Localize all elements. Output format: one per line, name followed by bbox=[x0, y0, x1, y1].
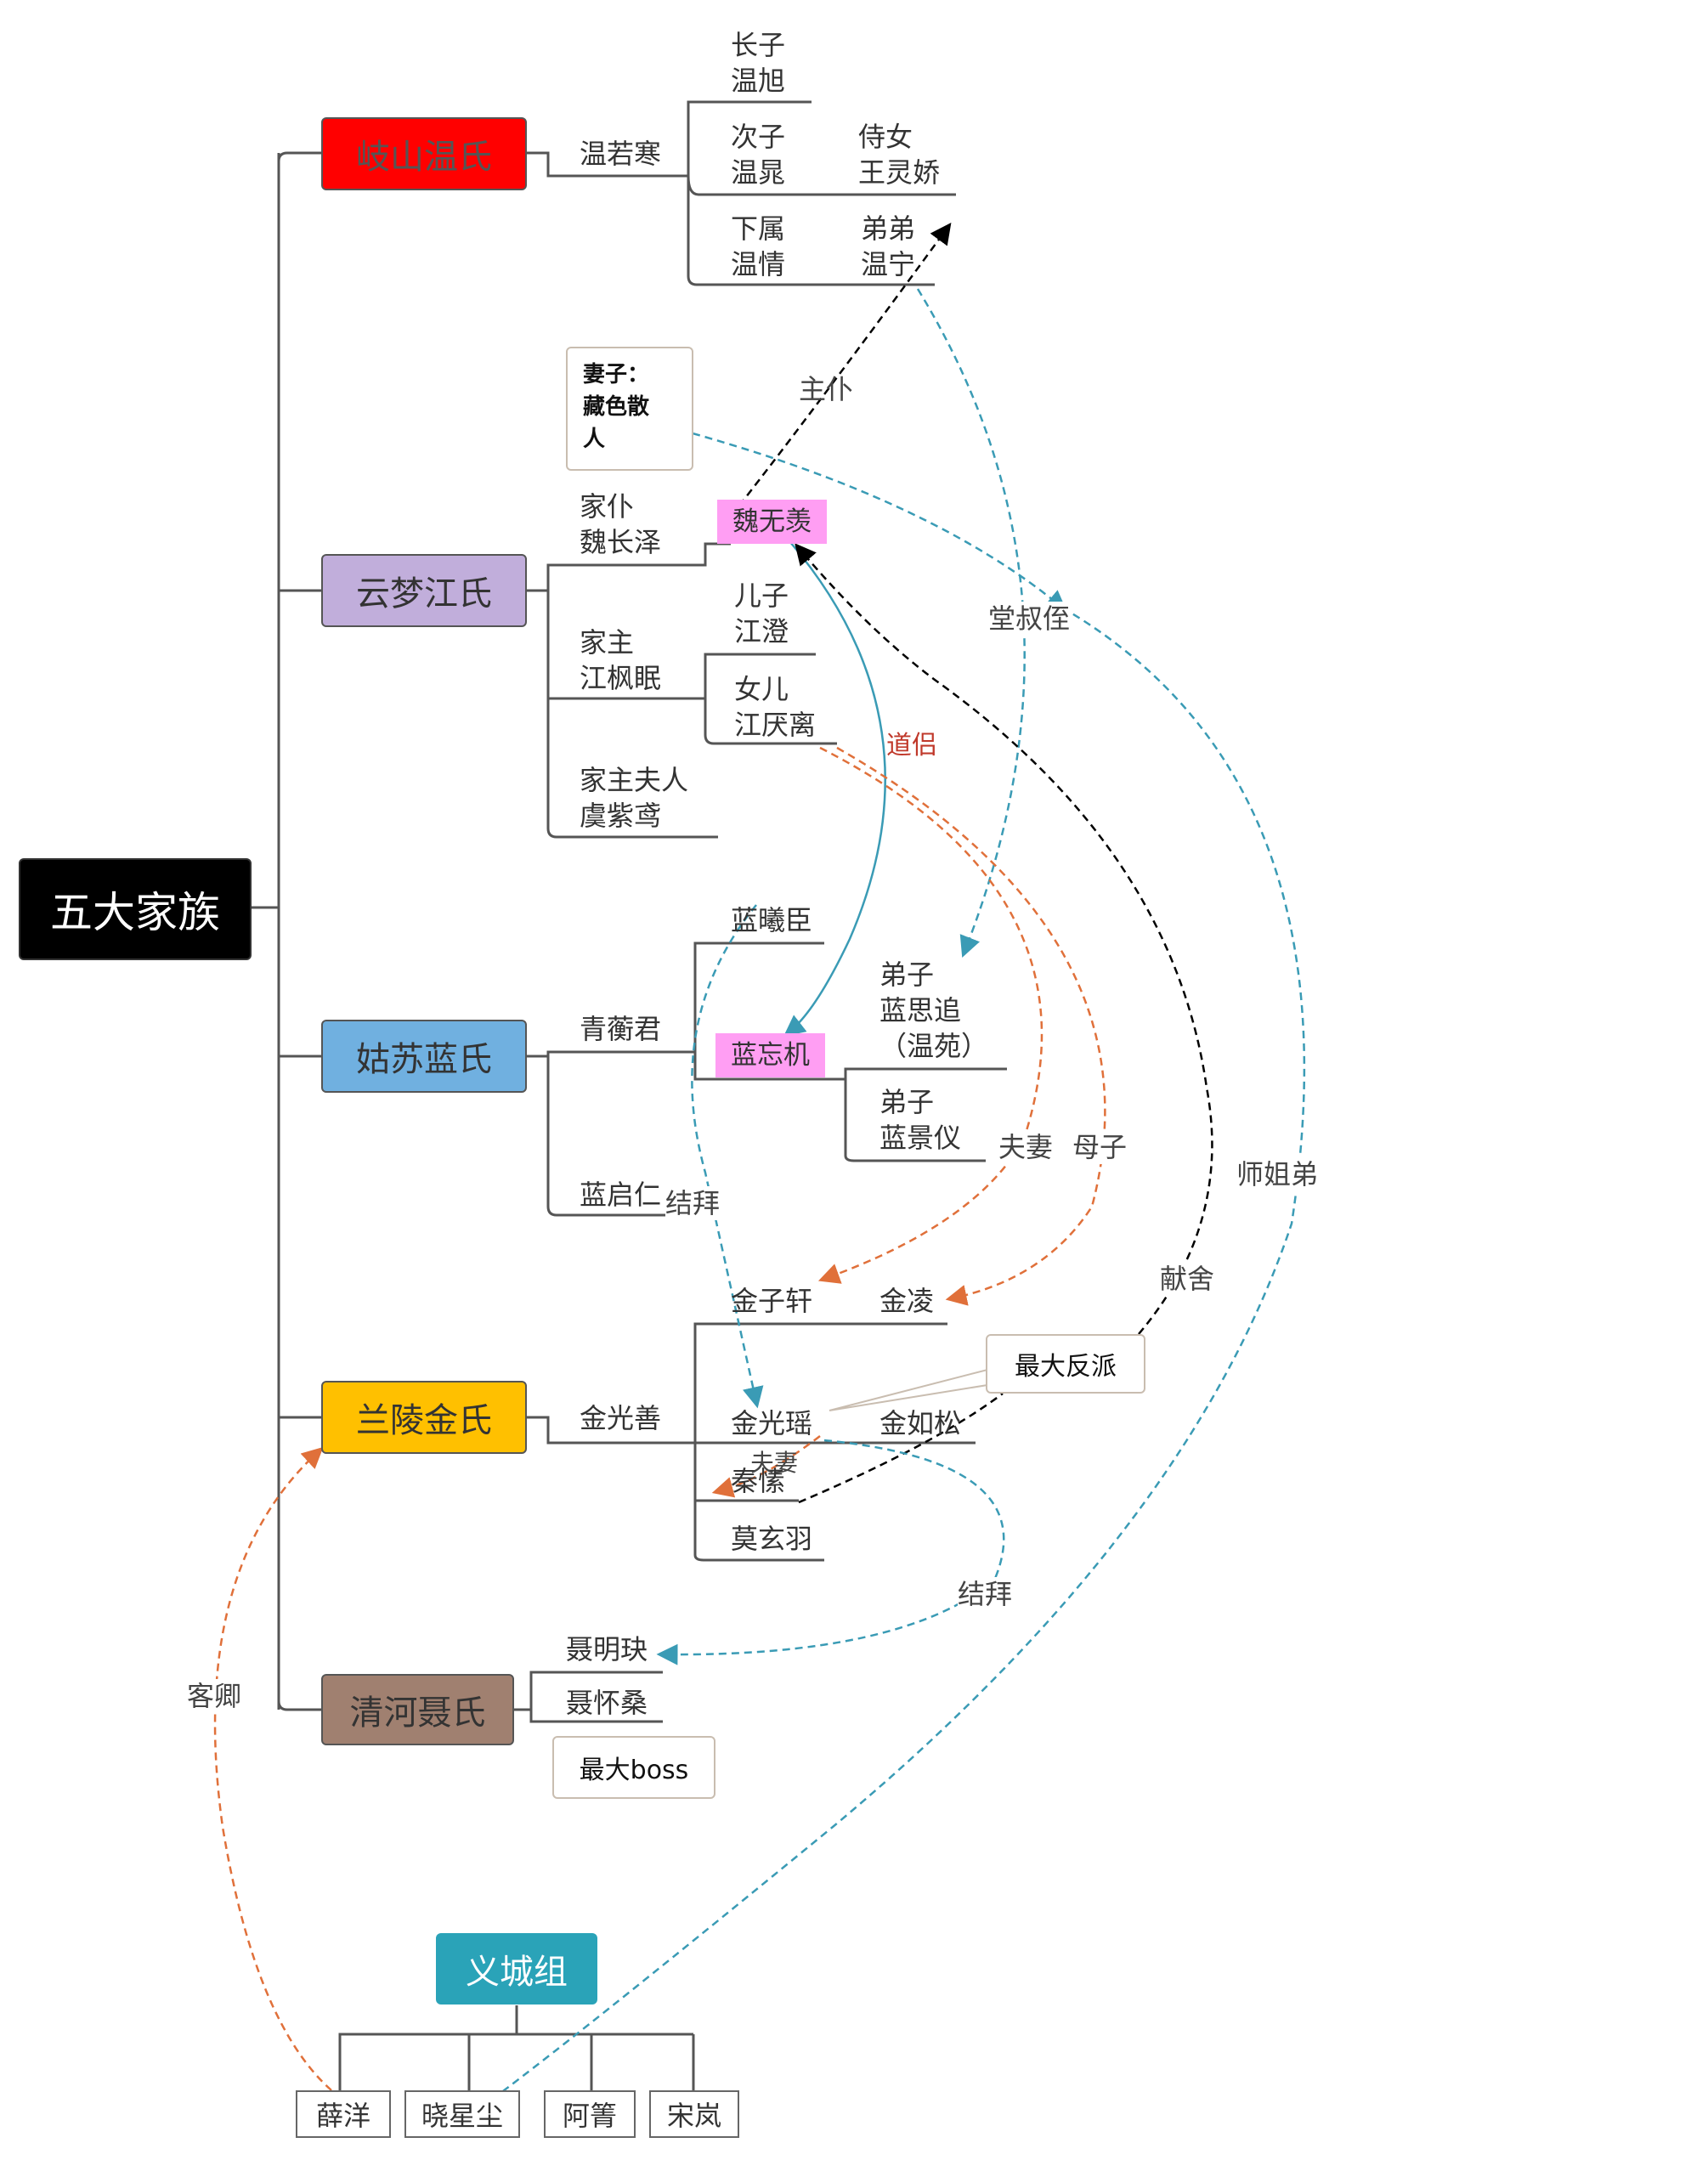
wen-qing: 下属 温情 bbox=[731, 212, 786, 280]
qinghengjun: 青蘅君 bbox=[580, 1013, 662, 1045]
relation-jiebai-2: 结拜 bbox=[958, 1577, 1013, 1611]
wen-chao: 次子 温晁 bbox=[731, 121, 786, 189]
relation-fuqi-small: 夫妻 bbox=[750, 1449, 799, 1477]
family-jin-label: 兰陵金氏 bbox=[356, 1401, 492, 1440]
wen-ruohan: 温若寒 bbox=[580, 138, 662, 170]
villain-callout: 最大反派 bbox=[986, 1334, 1145, 1394]
relation-zhupu: 主仆 bbox=[799, 373, 854, 405]
boss-callout-text: 最大boss bbox=[579, 1756, 689, 1785]
relation-muzi: 母子 bbox=[1072, 1130, 1128, 1164]
root-label: 五大家族 bbox=[50, 888, 220, 937]
member-label: 薛洋 bbox=[315, 2100, 370, 2132]
member-label: 阿箐 bbox=[562, 2100, 617, 2132]
lan-wangji[interactable]: 蓝忘机 bbox=[715, 1033, 825, 1077]
relation-fuqi: 夫妻 bbox=[998, 1130, 1054, 1164]
member-xue-yang[interactable]: 薛洋 bbox=[296, 2090, 391, 2138]
relation-shijiedi: 师姐弟 bbox=[1236, 1157, 1319, 1191]
jin-zixuan: 金子轩 bbox=[731, 1285, 813, 1317]
relation-daolv: 道侣 bbox=[886, 729, 937, 763]
lan-xichen: 蓝曦臣 bbox=[731, 904, 813, 936]
yicheng-group[interactable]: 义城组 bbox=[436, 1933, 597, 2005]
member-label: 宋岚 bbox=[666, 2100, 721, 2132]
yu-ziyuan: 家主夫人 虞紫鸢 bbox=[580, 764, 689, 832]
lan-sizhui: 弟子 蓝思追 （温苑） bbox=[879, 958, 989, 1062]
nie-huaisang: 聂怀桑 bbox=[566, 1687, 648, 1719]
jin-guangshan: 金光善 bbox=[580, 1402, 662, 1434]
relation-xianshe: 献舍 bbox=[1160, 1262, 1215, 1296]
jiang-cheng: 儿子 江澄 bbox=[734, 580, 789, 647]
wei-wuxian[interactable]: 魏无羡 bbox=[717, 500, 827, 544]
family-nie-label: 清河聂氏 bbox=[349, 1694, 486, 1733]
wife-callout-text: 妻子： 藏色散 人 bbox=[583, 362, 650, 452]
wen-xu: 长子 温旭 bbox=[731, 29, 786, 97]
mo-xuanyu: 莫玄羽 bbox=[731, 1523, 813, 1555]
family-jin[interactable]: 兰陵金氏 bbox=[321, 1381, 527, 1454]
member-a-qing[interactable]: 阿箐 bbox=[544, 2090, 636, 2138]
family-wen[interactable]: 岐山温氏 bbox=[321, 117, 527, 190]
wei-changze: 家仆 魏长泽 bbox=[580, 490, 662, 558]
jin-guangyao: 金光瑶 bbox=[731, 1407, 813, 1439]
villain-callout-text: 最大反派 bbox=[1015, 1352, 1117, 1382]
wife-callout: 妻子： 藏色散 人 bbox=[566, 347, 693, 471]
jiang-fengmian: 家主 江枫眠 bbox=[580, 626, 662, 694]
jin-rusong: 金如松 bbox=[879, 1407, 962, 1439]
lan-jingyi: 弟子 蓝景仪 bbox=[879, 1086, 962, 1154]
relation-tangshuzhi: 堂叔侄 bbox=[988, 602, 1071, 636]
wen-ning: 弟弟 温宁 bbox=[861, 212, 916, 280]
family-lan[interactable]: 姑苏蓝氏 bbox=[321, 1020, 527, 1093]
wang-lingjiao: 侍女 王灵娇 bbox=[858, 121, 941, 189]
member-song-lan[interactable]: 宋岚 bbox=[649, 2090, 739, 2138]
yicheng-label: 义城组 bbox=[466, 1953, 568, 1992]
relation-keqing: 客卿 bbox=[187, 1679, 242, 1713]
member-xiao-xingchen[interactable]: 晓星尘 bbox=[404, 2090, 520, 2138]
relation-jiebai-1: 结拜 bbox=[665, 1186, 721, 1220]
jin-ling: 金凌 bbox=[879, 1285, 935, 1317]
lan-qiren: 蓝启仁 bbox=[580, 1179, 662, 1211]
root-trunk bbox=[252, 153, 280, 1710]
jiang-yanli: 女儿 江厌离 bbox=[734, 673, 817, 741]
qin-su: 秦愫 bbox=[731, 1465, 786, 1497]
root-node[interactable]: 五大家族 bbox=[19, 858, 252, 960]
family-wen-label: 岐山温氏 bbox=[356, 138, 492, 177]
family-lan-label: 姑苏蓝氏 bbox=[356, 1040, 492, 1079]
family-jiang[interactable]: 云梦江氏 bbox=[321, 554, 527, 627]
nie-mingjue: 聂明玦 bbox=[566, 1633, 648, 1665]
family-jiang-label: 云梦江氏 bbox=[356, 574, 492, 614]
boss-callout: 最大boss bbox=[552, 1736, 715, 1799]
family-nie[interactable]: 清河聂氏 bbox=[321, 1674, 514, 1745]
member-label: 晓星尘 bbox=[421, 2100, 503, 2132]
